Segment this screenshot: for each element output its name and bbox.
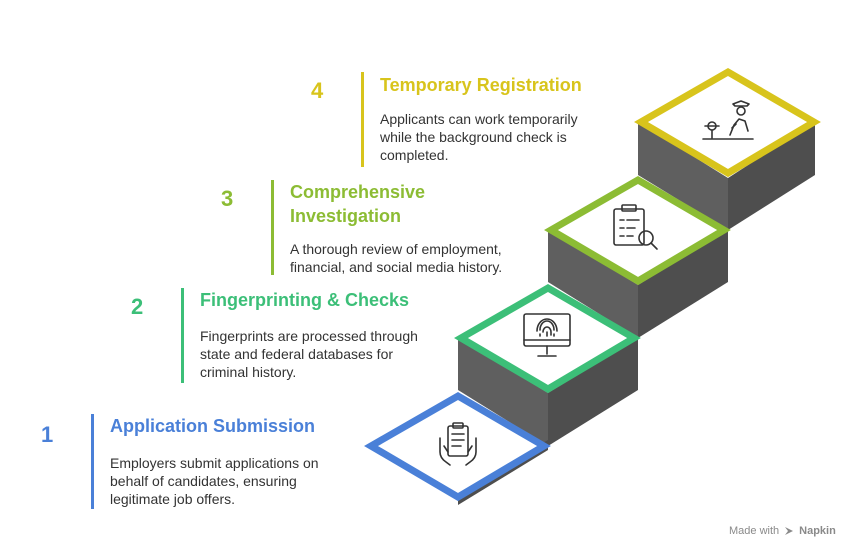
step-4-side — [728, 122, 815, 230]
step-2-bar — [181, 288, 184, 383]
step-1-bar — [91, 414, 94, 509]
step-3-bar — [271, 180, 274, 275]
step-4-number: 4 — [311, 78, 324, 103]
made-with-napkin-footer[interactable]: Made with Napkin — [729, 525, 836, 537]
step-4-title: Temporary Registration — [380, 75, 582, 95]
step-4-riser — [638, 122, 728, 230]
step-3-description: A thorough review of employment, financi… — [290, 241, 503, 275]
step-1-title: Application Submission — [110, 416, 316, 436]
step-1-description: Employers submit applications on behalf … — [110, 455, 319, 507]
step-3-number: 3 — [221, 186, 234, 211]
step-2-description: Fingerprints are processed through state… — [200, 328, 418, 380]
step-4-description: Applicants can work temporarily while th… — [380, 111, 578, 163]
step-4-bar — [361, 72, 364, 167]
fingerprint-monitor-icon — [523, 313, 571, 357]
hands-holding-document-icon — [439, 422, 477, 466]
napkin-logo-icon — [785, 527, 794, 535]
step-2-top — [454, 283, 641, 394]
step-3-top — [544, 175, 731, 286]
step-2-title: Fingerprinting & Checks — [200, 290, 410, 310]
step-2-side — [548, 338, 638, 446]
clipboard-magnifier-icon — [613, 204, 658, 250]
step-4-top — [634, 67, 821, 178]
step-3-title: Comprehensive Investigation — [290, 182, 426, 226]
worker-icon — [702, 100, 754, 140]
napkin-brand-label: Napkin — [799, 525, 836, 537]
step-2-riser — [458, 338, 548, 446]
made-with-label: Made with — [729, 525, 780, 537]
step-1-number: 1 — [41, 422, 54, 447]
step-3-riser — [548, 230, 638, 338]
step-3-side — [638, 230, 728, 338]
step-2-number: 2 — [131, 294, 144, 319]
